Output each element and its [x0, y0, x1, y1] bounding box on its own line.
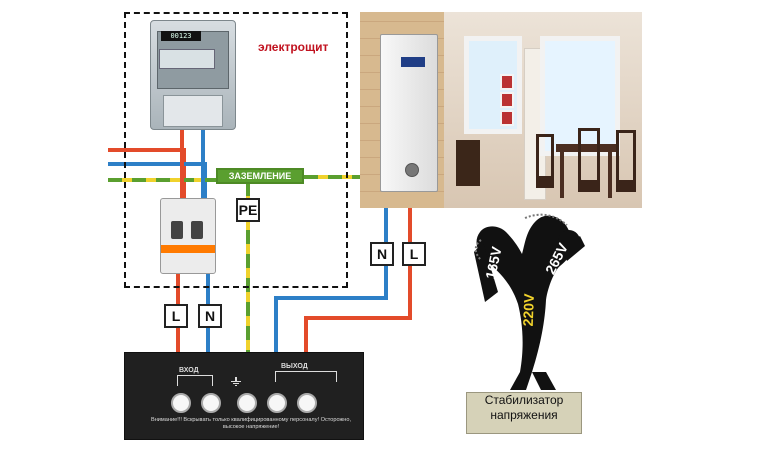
terminal-input-l: [171, 393, 191, 413]
strongman-figure: [474, 213, 585, 390]
chair-center: [578, 128, 600, 192]
warning-text: Внимание!!! Вскрывать только квалифициро…: [150, 417, 352, 430]
wall-heater-icon: [380, 34, 438, 192]
terminal-output-l: [297, 393, 317, 413]
heater-screen: [401, 57, 425, 67]
chair-right: [616, 130, 636, 192]
output-bracket: [275, 371, 337, 382]
electric-meter-icon: 00123: [150, 20, 236, 130]
heater-knob: [405, 163, 419, 177]
breaker-lever-right: [191, 221, 203, 239]
input-bracket: [177, 375, 213, 386]
wall-art-2: [500, 92, 514, 108]
wall-art-1: [500, 74, 514, 90]
stabilizer-caption: Стабилизатор напряжения: [466, 392, 582, 434]
grounding-box: ЗАЗЕМЛЕНИЕ: [216, 168, 304, 184]
meter-base: [163, 95, 223, 127]
circuit-breaker-icon: [160, 198, 216, 274]
n-tag-right: N: [370, 242, 394, 266]
dining-table: [556, 144, 618, 152]
table-leg-right: [608, 152, 612, 198]
l-tag-left: L: [164, 304, 188, 328]
meter-display: 00123: [161, 31, 201, 41]
terminal-input-n: [201, 393, 221, 413]
meter-window: [159, 49, 215, 69]
breaker-lever-left: [171, 221, 183, 239]
output-label: выход: [281, 363, 308, 370]
pe-tag: PE: [236, 198, 260, 222]
table-leg-left: [560, 152, 564, 198]
ground-symbol-icon: [229, 377, 243, 387]
electrical-panel-border: [124, 12, 348, 288]
heater-room-photo: [360, 12, 642, 208]
breaker-orange-stripe: [161, 245, 215, 253]
input-label: вход: [179, 367, 199, 374]
terminal-output-n: [267, 393, 287, 413]
wall-art-3: [500, 110, 514, 126]
terminal-ground: [237, 393, 257, 413]
l-tag-right: L: [402, 242, 426, 266]
stabilizer-panel: вход выход Внимание!!! Вскрывать только …: [124, 352, 364, 440]
dark-cabinet: [456, 140, 480, 186]
panel-title: электрощит: [258, 40, 329, 54]
chair-left: [536, 134, 554, 188]
voltage-label-center: 220V: [519, 293, 537, 327]
n-tag-left: N: [198, 304, 222, 328]
